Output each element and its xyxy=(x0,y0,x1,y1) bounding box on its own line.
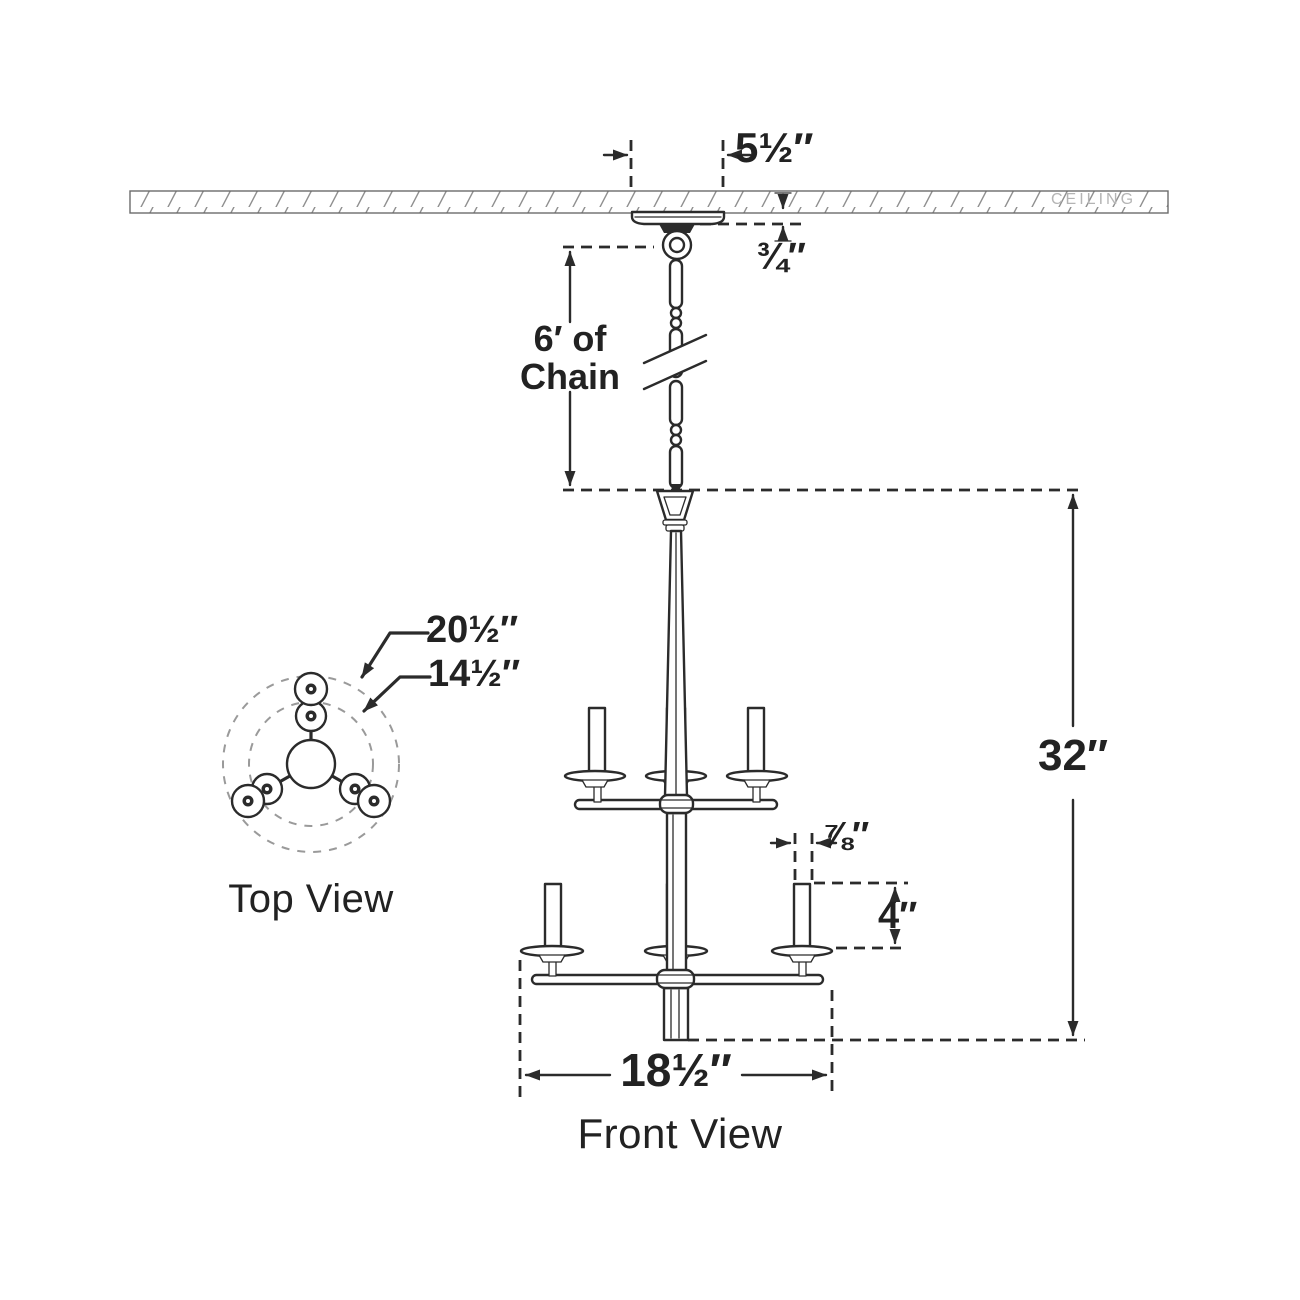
dim-label-body-width: 18½″ xyxy=(620,1044,732,1096)
upper-left-bobeche xyxy=(563,769,627,788)
leader-outer-diameter xyxy=(360,631,430,679)
dim-canopy-width xyxy=(602,140,752,190)
dim-label-canopy-drop: ¾″ xyxy=(756,236,806,278)
lower-hub xyxy=(655,968,696,990)
lower-right-candle xyxy=(792,882,812,952)
dim-label-candle-cup-width: ⅞″ xyxy=(822,814,870,855)
upper-right-candle xyxy=(746,706,766,776)
dim-label-canopy-width: 5½″ xyxy=(735,124,814,171)
outer-diameter-circle xyxy=(222,675,400,853)
chain-length-line2: Chain xyxy=(519,355,620,397)
upper-left-candle xyxy=(587,706,607,776)
dim-label-overall-diameter: 20½″ xyxy=(426,609,519,651)
dim-body-width xyxy=(518,960,834,1098)
upper-right-bobeche xyxy=(725,769,789,788)
dim-candle-cup-width xyxy=(769,833,838,886)
lower-left-bobeche xyxy=(519,944,585,963)
upper-hub xyxy=(658,793,695,815)
lower-left-candle xyxy=(543,882,563,952)
lower-right-bobeche xyxy=(770,944,834,963)
ceiling-label: CEILING xyxy=(1051,191,1137,208)
fixture-top-view xyxy=(222,631,432,853)
dim-label-body-height: 32″ xyxy=(1038,731,1109,780)
front-view-label: Front View xyxy=(577,1110,783,1157)
dim-chain-length xyxy=(563,245,654,487)
upper-tier xyxy=(563,706,789,815)
dim-label-upper-tier-diameter: 14½″ xyxy=(428,653,521,695)
lower-tier xyxy=(519,882,834,990)
top-hook xyxy=(655,489,695,532)
top-view-label: Top View xyxy=(228,877,394,921)
ceiling-band xyxy=(129,190,1169,214)
canopy xyxy=(630,210,726,261)
dim-label-chain-length: 6′ of Chain xyxy=(496,320,644,396)
stem-middle xyxy=(665,811,688,974)
dim-label-candle-height: 4″ xyxy=(878,895,918,937)
chain xyxy=(642,258,708,493)
stem-bottom xyxy=(662,986,690,1042)
leader-inner-diameter xyxy=(362,675,432,713)
candle-dots xyxy=(242,683,380,807)
chain-length-line1: 6′ of xyxy=(533,318,607,359)
chain-break-icon xyxy=(642,333,708,391)
top-view-hub xyxy=(285,738,337,790)
dim-candle-height xyxy=(814,881,908,950)
fixture-front-view xyxy=(519,489,834,1042)
